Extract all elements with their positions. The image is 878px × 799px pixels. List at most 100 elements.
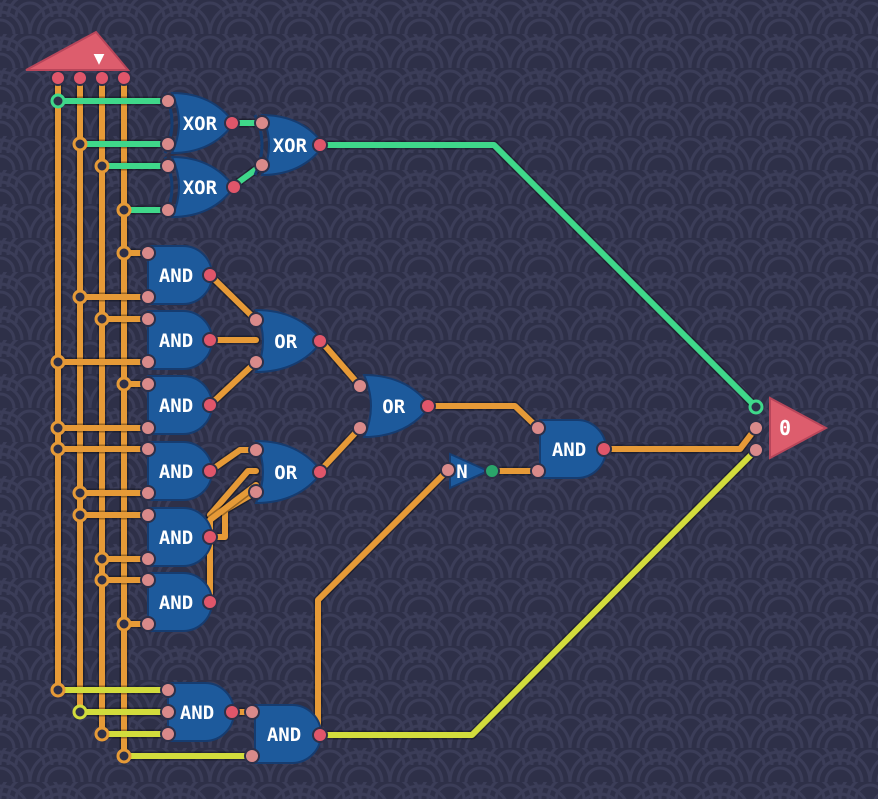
gate-input-pin-27[interactable]: [160, 682, 176, 698]
bus-junction-7: [50, 354, 66, 370]
gate-input-pin-17[interactable]: [140, 616, 156, 632]
bus-junction-9: [50, 420, 66, 436]
wire-and3-or1: [207, 359, 259, 408]
input-pin-1[interactable]: [72, 70, 88, 86]
gate-input-pin-28[interactable]: [160, 704, 176, 720]
gate-input-pin-7[interactable]: [140, 289, 156, 305]
gate-output-pin-5[interactable]: [202, 397, 218, 413]
gate-output-pin-6[interactable]: [202, 463, 218, 479]
gate-input-pin-0[interactable]: [160, 93, 176, 109]
wire-or3-and-final: [425, 403, 541, 431]
bus-junction-6: [94, 311, 110, 327]
wire-and1-or1: [207, 272, 259, 323]
and-gate-6-label: AND: [159, 592, 193, 614]
wire-xor-result: [317, 142, 759, 410]
gate-input-pin-25[interactable]: [530, 463, 546, 479]
or-gate-1-label: OR: [274, 331, 297, 353]
gate-input-pin-14[interactable]: [140, 507, 156, 523]
gate-output-pin-9[interactable]: [312, 333, 328, 349]
gate-input-pin-16[interactable]: [140, 572, 156, 588]
and-gate-8-label: AND: [267, 724, 301, 746]
input-pin-3[interactable]: [116, 70, 132, 86]
bus-junction-4: [116, 245, 132, 261]
and-gate-5-label: AND: [159, 527, 193, 549]
gate-input-pin-26[interactable]: [440, 462, 456, 478]
gate-input-pin-10[interactable]: [140, 376, 156, 392]
gate-input-pin-29[interactable]: [160, 726, 176, 742]
gate-input-pin-5[interactable]: [254, 157, 270, 173]
bus-junction-11: [72, 485, 88, 501]
input-symbol: ▼: [94, 51, 105, 67]
gate-output-pin-11[interactable]: [420, 398, 436, 414]
gate-input-pin-24[interactable]: [530, 420, 546, 436]
gate-output-pin-4[interactable]: [202, 332, 218, 348]
output-pin-2[interactable]: [748, 420, 764, 436]
xor-gate-2-label: XOR: [183, 177, 218, 199]
and-gate-3[interactable]: AND: [147, 375, 213, 435]
gate-input-pin-30[interactable]: [244, 704, 260, 720]
not-output-pin[interactable]: [484, 463, 500, 479]
pins: [50, 70, 764, 764]
gate-output-pin-7[interactable]: [202, 529, 218, 545]
gate-input-pin-12[interactable]: [140, 441, 156, 457]
and-gate-4-label: AND: [159, 461, 193, 483]
output-node[interactable]: 0: [769, 396, 829, 460]
wire-and-final-out: [601, 425, 759, 452]
gate-input-pin-15[interactable]: [140, 551, 156, 567]
gate-input-pin-6[interactable]: [140, 245, 156, 261]
gate-input-pin-2[interactable]: [160, 158, 176, 174]
input-pin-2[interactable]: [94, 70, 110, 86]
and-gate-final[interactable]: AND: [539, 419, 607, 479]
gate-input-pin-13[interactable]: [140, 485, 156, 501]
gate-input-pin-23[interactable]: [352, 420, 368, 436]
bus-junction-1: [72, 136, 88, 152]
bus-junction-10: [50, 441, 66, 457]
gate-input-pin-22[interactable]: [352, 378, 368, 394]
xor-gate-1[interactable]: XOR: [163, 91, 236, 155]
gate-output-pin-8[interactable]: [202, 594, 218, 610]
gate-output-pin-14[interactable]: [312, 727, 328, 743]
gate-input-pin-3[interactable]: [160, 202, 176, 218]
input-pin-0[interactable]: [50, 70, 66, 86]
xor-gate-3-label: XOR: [273, 135, 308, 157]
bus-junction-14: [94, 572, 110, 588]
and-gate-4[interactable]: AND: [147, 441, 213, 501]
gate-input-pin-31[interactable]: [244, 748, 260, 764]
bus-junction-15: [116, 616, 132, 632]
gate-input-pin-4[interactable]: [254, 115, 270, 131]
or-gate-3[interactable]: OR: [362, 373, 432, 439]
bus-junction-13: [94, 551, 110, 567]
gate-input-pin-11[interactable]: [140, 420, 156, 436]
gate-output-pin-1[interactable]: [226, 179, 242, 195]
gate-output-pin-2[interactable]: [312, 137, 328, 153]
wire-or2-or3: [317, 425, 363, 474]
wire-and5-or2: [207, 468, 259, 518]
output-pin-3[interactable]: [748, 442, 764, 458]
xor-gate-2[interactable]: XOR: [163, 155, 236, 219]
bus-junction-19: [116, 748, 132, 764]
xor-gate-1-label: XOR: [183, 113, 218, 135]
gate-input-pin-8[interactable]: [140, 311, 156, 327]
gate-output-pin-3[interactable]: [202, 267, 218, 283]
gate-input-pin-21[interactable]: [248, 484, 264, 500]
gate-input-pin-9[interactable]: [140, 354, 156, 370]
gate-output-pin-0[interactable]: [224, 115, 240, 131]
gate-output-pin-12[interactable]: [596, 441, 612, 457]
bus-junction-3: [116, 202, 132, 218]
gate-input-pin-20[interactable]: [248, 442, 264, 458]
input-node[interactable]: ▼: [25, 30, 131, 71]
bus-junction-16: [50, 682, 66, 698]
gate-input-pin-19[interactable]: [248, 354, 264, 370]
bus-junction-0: [50, 93, 66, 109]
or-gate-1[interactable]: OR: [254, 308, 324, 374]
gate-input-pin-1[interactable]: [160, 136, 176, 152]
gate-output-pin-13[interactable]: [224, 704, 240, 720]
gate-input-pin-18[interactable]: [248, 312, 264, 328]
and-gate-8[interactable]: AND: [254, 704, 322, 764]
and-gate-1[interactable]: AND: [147, 245, 213, 305]
gate-output-pin-10[interactable]: [312, 464, 328, 480]
and-gate-final-label: AND: [552, 439, 586, 461]
or-gate-2[interactable]: OR: [254, 439, 324, 505]
not-gate-label: N: [456, 461, 467, 483]
